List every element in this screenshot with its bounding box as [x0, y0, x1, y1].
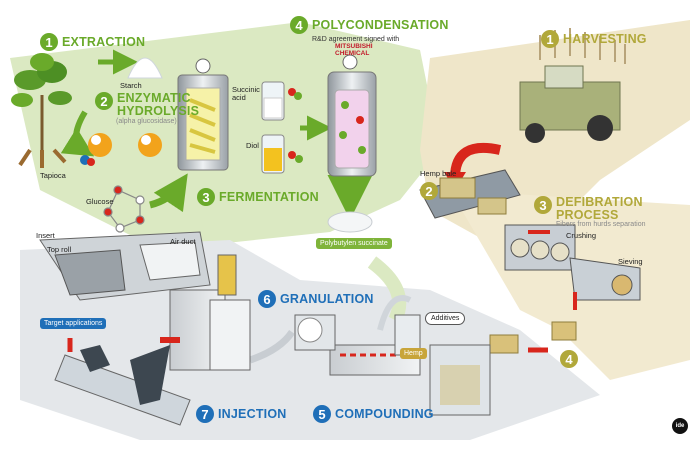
diol-label: Diol: [246, 141, 259, 150]
step-number: 5: [313, 405, 331, 423]
step-title: INJECTION: [218, 406, 287, 421]
sieving-label: Sieving: [618, 257, 643, 266]
step-number: 2: [95, 92, 113, 110]
step-granulation: 6 GRANULATION: [258, 290, 374, 308]
step-title: FERMENTATION: [219, 189, 319, 204]
step-number: 6: [258, 290, 276, 308]
crushing-label: Crushing: [566, 231, 597, 240]
tapioca-tree-illustration: [11, 53, 72, 168]
diol-tank: [261, 134, 285, 174]
hemp-bale-label: Hemp bale: [420, 169, 457, 178]
additives-bubble: Additives: [425, 312, 466, 325]
fermentation-reactor: [177, 58, 229, 171]
car-interior: [39, 231, 211, 301]
step-title: COMPOUNDING: [335, 406, 434, 421]
polybutylene-succinate-tag: Polybutylen succinate: [316, 238, 392, 249]
fiber-bales: [489, 321, 577, 354]
logo-line-1: MITSUBISHI: [335, 43, 373, 50]
combine-harvester: [519, 28, 626, 143]
glucose-label: Glucose: [86, 197, 114, 206]
step-injection: 7 INJECTION: [196, 405, 286, 423]
step-subtitle: Fibers from hurds separation: [556, 221, 646, 228]
step-4-hemp: 4: [560, 350, 578, 368]
molecule-bits: [288, 88, 303, 163]
step-number: 4: [560, 350, 578, 368]
step-defibration: 3 DEFIBRATION PROCESS: [534, 195, 643, 223]
step-title: EXTRACTION: [62, 34, 146, 49]
hemp-tag: Hemp: [400, 348, 427, 359]
step-subtitle: (alpha glucosidase): [116, 118, 177, 125]
step-number: 7: [196, 405, 214, 423]
logo-line-2: CHEMICAL: [335, 49, 370, 57]
injection-press: [160, 254, 251, 371]
step-polycondensation: 4 POLYCONDENSATION: [290, 16, 449, 34]
granulation-machine: [248, 314, 336, 364]
starch-pile: [127, 57, 163, 79]
step-title: DEFIBRATION PROCESS: [556, 195, 643, 223]
step-title-line-1: ENZYMATIC: [117, 91, 191, 105]
top-roll-label: Top roll: [47, 245, 72, 254]
step-title-line-2: PROCESS: [556, 208, 619, 223]
step-compounding: 5 COMPOUNDING: [313, 405, 434, 423]
step-fermentation: 3 FERMENTATION: [197, 188, 319, 206]
step-subtitle: R&D agreement signed with: [312, 36, 400, 43]
succinic-acid-label-line-1: Succinic: [232, 85, 260, 94]
arrow-harvest-to-bale: [450, 142, 502, 179]
pbs-pellets: [327, 211, 373, 233]
mitsubishi-logo: MITSUBISHI CHEMICAL: [335, 43, 373, 58]
step-number: 4: [290, 16, 308, 34]
step-title: POLYCONDENSATION: [312, 17, 449, 32]
enzyme-spheres: [80, 133, 162, 166]
arrow-to-compounding: [367, 256, 407, 324]
step-harvesting: 1 HARVESTING: [541, 30, 647, 48]
starch-label: Starch: [120, 81, 142, 90]
air-duct-label: Air duct: [170, 237, 196, 246]
step-number: 1: [541, 30, 559, 48]
step-number: 2: [420, 182, 438, 200]
step-hydrolysis: 2 ENZYMATIC HYDROLYSIS: [95, 91, 200, 119]
step-extraction: 1 EXTRACTION: [40, 33, 145, 51]
succinic-acid-label-line-2: acid: [232, 93, 246, 103]
step-title-line-1: DEFIBRATION: [556, 195, 643, 209]
step-number: 3: [534, 196, 552, 214]
tapioca-label: Tapioca: [40, 171, 66, 180]
arrow-glucose: [149, 173, 188, 213]
step-number: 3: [197, 188, 215, 206]
hemp-bale-machine: [419, 169, 521, 219]
step-title: GRANULATION: [280, 291, 374, 306]
step-hemp-bale: 2: [420, 182, 438, 200]
step-title: ENZYMATIC HYDROLYSIS: [117, 91, 200, 119]
succinic-acid-tank: [261, 81, 285, 121]
polycondensation-reactor: [327, 54, 377, 177]
crushing-machine: [504, 224, 576, 271]
sieving-machine: [569, 257, 641, 310]
target-applications-tag: Target applications: [40, 318, 107, 329]
ide-watermark-logo: ide: [672, 418, 688, 434]
step-title: HARVESTING: [563, 31, 647, 46]
arrow-hydrolysis: [60, 110, 95, 157]
step-number: 1: [40, 33, 58, 51]
injected-parts-conveyor: [54, 345, 191, 426]
succinic-acid-label: Succinic acid: [232, 85, 260, 103]
step-title-line-2: HYDROLYSIS: [117, 104, 200, 119]
insert-label: Insert: [36, 231, 55, 240]
glucose-molecule: [103, 185, 145, 233]
